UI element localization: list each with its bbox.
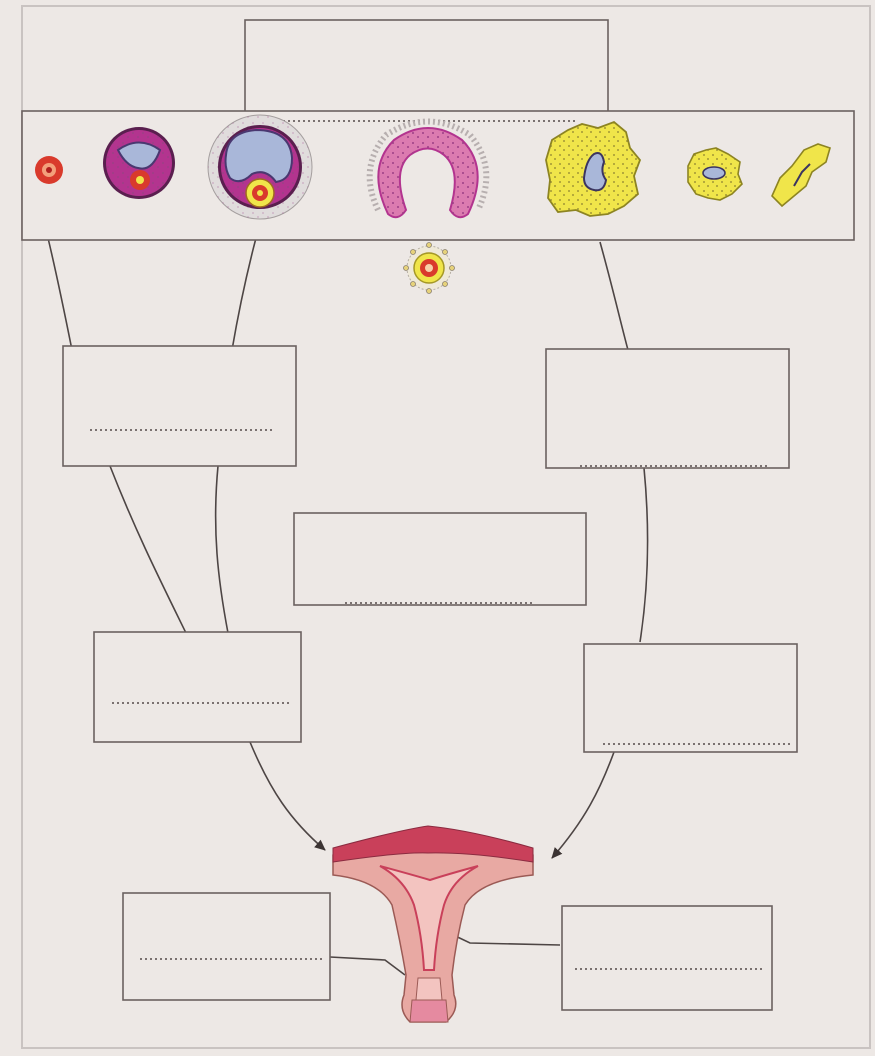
- connector-line: [600, 242, 628, 350]
- answer-box-middle-right[interactable]: [584, 644, 797, 752]
- secondary-follicle-icon: [208, 115, 312, 219]
- answer-box-upper-left[interactable]: [63, 346, 296, 466]
- answer-box-middle-left[interactable]: [94, 632, 301, 742]
- corpus-luteum-icon: [546, 122, 640, 216]
- connector-line: [640, 468, 647, 642]
- connector-line: [232, 238, 256, 350]
- primordial-follicle-icon: [35, 156, 63, 184]
- arrow-icon: [250, 742, 325, 850]
- primary-follicle-icon: [103, 127, 175, 199]
- answer-box-center[interactable]: [294, 513, 586, 605]
- title-box[interactable]: [245, 20, 608, 113]
- arrow-icon: [552, 752, 614, 858]
- connector-line: [110, 466, 186, 633]
- answer-box-bottom-right[interactable]: [562, 906, 772, 1010]
- uterus-icon: [333, 826, 533, 1022]
- answer-box-bottom-left[interactable]: [123, 893, 330, 1000]
- connector-line: [48, 238, 72, 350]
- leader-line: [330, 957, 405, 975]
- ovum-icon: [404, 243, 455, 294]
- answer-box-upper-right[interactable]: [546, 349, 789, 468]
- leader-line: [447, 932, 560, 945]
- connector-line: [216, 466, 228, 633]
